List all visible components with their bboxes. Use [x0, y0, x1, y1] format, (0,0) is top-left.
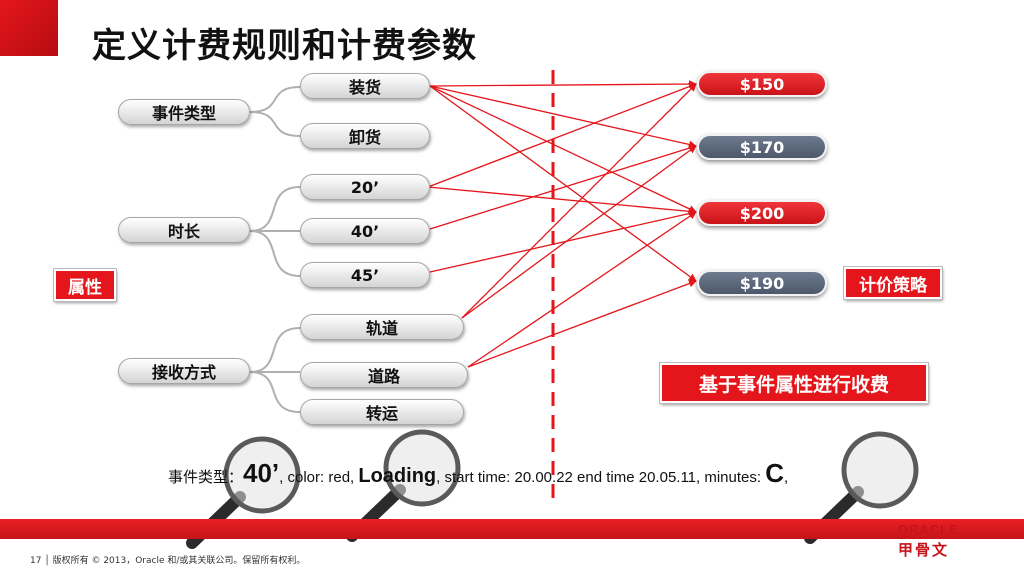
arrow-loading-170 [429, 85, 697, 149]
option-40[interactable]: 40’ [300, 218, 430, 244]
logo-en: ORACLE [898, 522, 959, 537]
info-text-2: , start time: 20.00.22 end time 20.05.11… [436, 469, 766, 486]
bracket-receive-mode [249, 327, 301, 413]
arrow-20-200 [427, 186, 697, 216]
price-200[interactable]: $200 [697, 200, 827, 226]
info-prefix: 事件类型： [168, 469, 244, 486]
strategy-tag: 计价策略 [844, 267, 942, 299]
charge-caption: 基于事件属性进行收费 [660, 363, 928, 403]
arrow-rail-170 [461, 145, 697, 319]
arrow-40-170 [429, 144, 697, 230]
info-mode: Loading [358, 465, 437, 487]
option-transfer[interactable]: 转运 [300, 399, 464, 425]
footer-copyright: 17 │ 版权所有 © 2013，Oracle 和/或其关联公司。保留所有权利。 [30, 556, 306, 566]
attribute-tag: 属性 [54, 269, 116, 301]
footer-bar [0, 519, 1024, 539]
info-minutes: C [765, 458, 784, 488]
logo-cn: 甲骨文 [898, 541, 950, 559]
info-duration: 40’ [243, 458, 280, 488]
price-190[interactable]: $190 [697, 270, 827, 296]
option-unloading[interactable]: 卸货 [300, 123, 430, 149]
group-duration[interactable]: 时长 [118, 217, 250, 243]
arrow-45-200 [429, 209, 697, 273]
arrow-20-150 [427, 82, 697, 188]
option-rail[interactable]: 轨道 [300, 314, 464, 340]
bracket-event-type [249, 86, 301, 137]
group-receive-mode[interactable]: 接收方式 [118, 358, 250, 384]
option-20[interactable]: 20’ [300, 174, 430, 200]
page-title: 定义计费规则和计费参数 [92, 26, 477, 66]
info-text-3: , [784, 469, 789, 486]
arrow-road-200 [467, 211, 697, 368]
magnifier-icon-2 [346, 429, 461, 542]
arrow-loading-150 [429, 80, 697, 88]
event-info-line: 事件类型：40’, color: red, Loading, start tim… [168, 458, 1008, 489]
oracle-logo: ORACLE 甲骨文 [898, 522, 978, 560]
option-road[interactable]: 道路 [300, 362, 468, 388]
info-text-1: , color: red, [279, 469, 359, 486]
option-45[interactable]: 45’ [300, 262, 430, 288]
price-150[interactable]: $150 [697, 71, 827, 97]
group-event-type[interactable]: 事件类型 [118, 99, 250, 125]
option-loading[interactable]: 装货 [300, 73, 430, 99]
bracket-duration [249, 186, 301, 277]
arrow-rail-150 [461, 83, 697, 319]
price-170[interactable]: $170 [697, 134, 827, 160]
arrow-loading-200 [429, 85, 697, 213]
corner-accent [0, 0, 58, 56]
arrow-road-190 [467, 279, 697, 368]
arrow-loading-190 [429, 85, 697, 282]
